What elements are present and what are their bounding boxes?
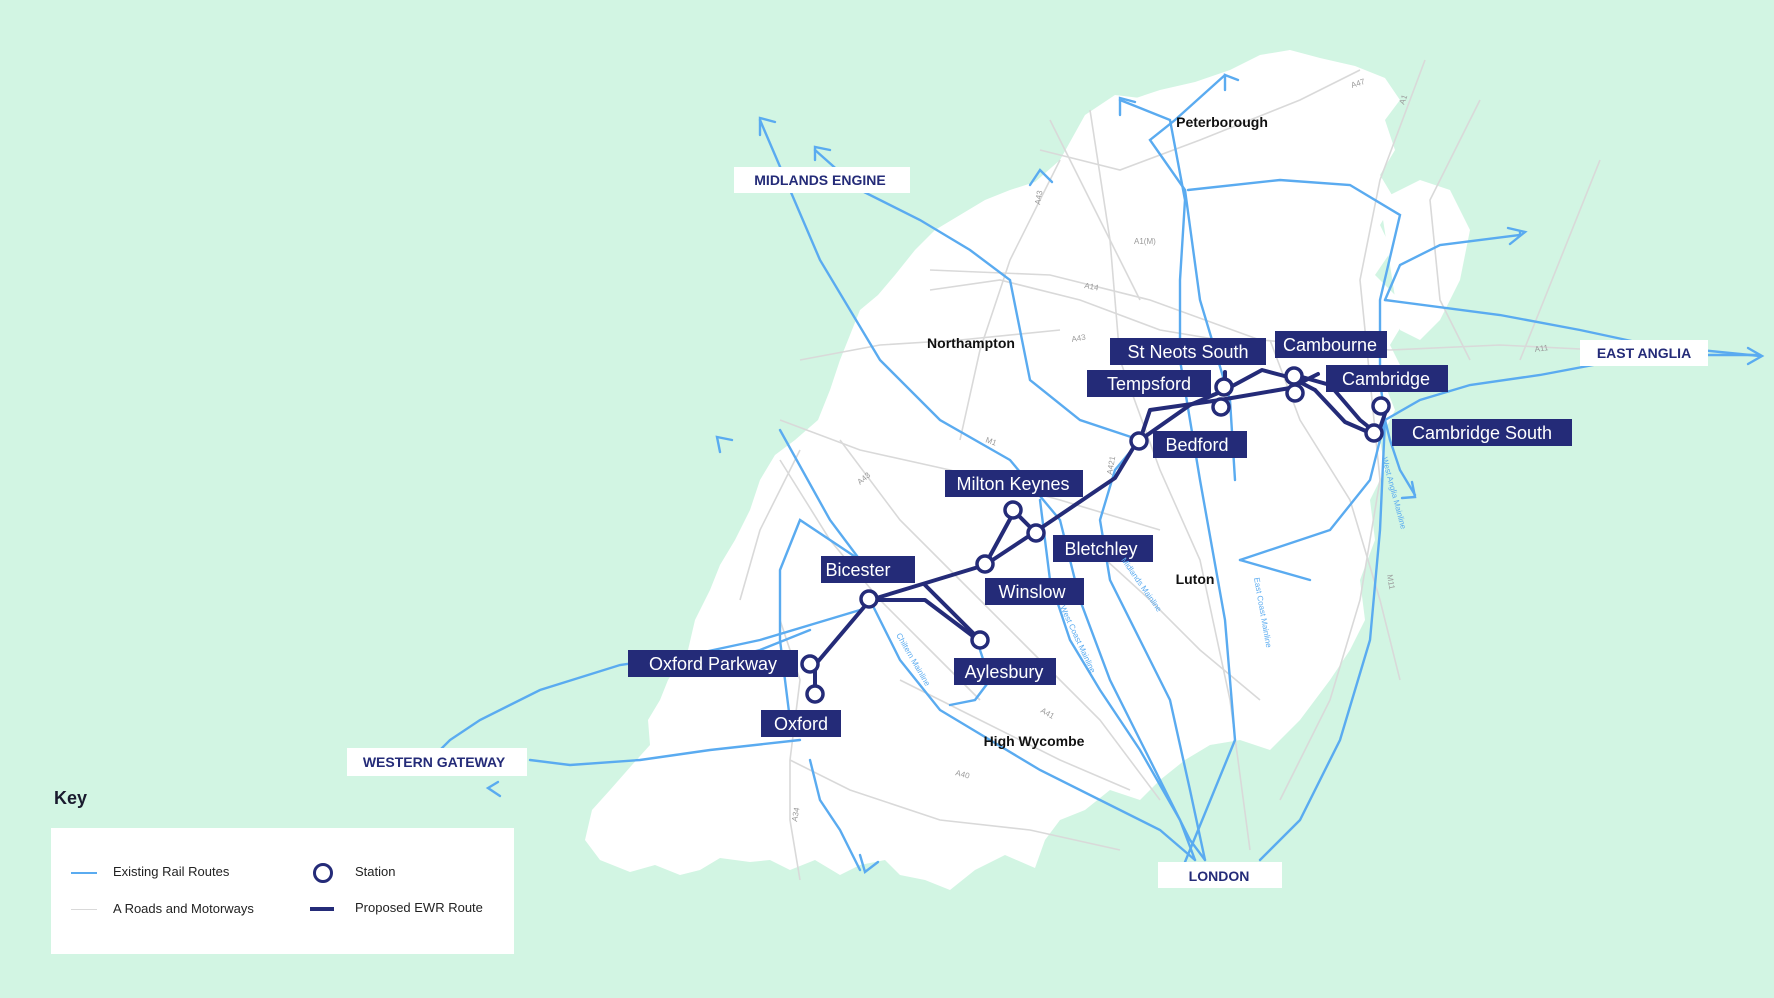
road-label-a11: A11 — [1534, 343, 1549, 354]
arrow-up-midlands-1 — [758, 116, 777, 137]
station-cambridge-south-marker[interactable] — [1364, 423, 1384, 443]
station-label-tempsford: Tempsford — [1107, 374, 1191, 394]
arrow-up-north-1 — [1118, 96, 1137, 117]
station-oxford-marker[interactable] — [805, 684, 825, 704]
key-box: Existing Rail Routes A Roads and Motorwa… — [51, 828, 514, 954]
arrow-up-a43 — [1028, 168, 1054, 187]
town-peterborough: Peterborough — [1176, 114, 1268, 130]
station-tempsford-marker[interactable] — [1214, 377, 1234, 397]
region-east-anglia: EAST ANGLIA — [1597, 345, 1691, 361]
town-northampton: Northampton — [927, 335, 1015, 351]
town-high-wycombe: High Wycombe — [984, 733, 1085, 749]
station-icon — [313, 863, 333, 883]
station-bicester-marker[interactable] — [859, 589, 879, 609]
arrow-down-west-anglia — [1400, 480, 1417, 500]
station-cambridge-marker[interactable] — [1371, 396, 1391, 416]
land-lobe-east — [1380, 180, 1470, 340]
station-label-oxford: Oxford — [774, 714, 828, 734]
station-label-cambridge: Cambridge — [1342, 369, 1430, 389]
station-oxford-parkway-marker[interactable] — [800, 654, 820, 674]
station-cambourne-2-marker[interactable] — [1285, 383, 1305, 403]
station-label-oxford-parkway: Oxford Parkway — [649, 654, 777, 674]
road-label-a1m: A1(M) — [1134, 237, 1156, 246]
region-western-gateway: WESTERN GATEWAY — [363, 754, 506, 770]
town-luton: Luton — [1176, 571, 1215, 587]
road-label-a43-n: A43 — [1033, 189, 1044, 205]
region-labels: MIDLANDS ENGINE EAST ANGLIA WESTERN GATE… — [347, 167, 1708, 888]
station-label-cambridge-south: Cambridge South — [1412, 423, 1552, 443]
road-label-a40: A40 — [954, 768, 971, 781]
arrow-up-north-2 — [1223, 73, 1240, 92]
arrow-up-west — [715, 435, 734, 454]
station-st-neots-south-marker[interactable] — [1211, 397, 1231, 417]
key-title: Key — [54, 788, 88, 808]
key-station-label: Station — [355, 864, 396, 879]
station-aylesbury-marker[interactable] — [970, 630, 990, 650]
road-label-a421: A421 — [1105, 455, 1117, 476]
road-label-a43: A43 — [1071, 333, 1087, 344]
region-london: LONDON — [1189, 868, 1250, 884]
arrow-right-east-1 — [1506, 226, 1528, 246]
station-bedford-marker[interactable] — [1129, 431, 1149, 451]
land-lobe-north — [1100, 50, 1300, 150]
key-existing-rail-swatch — [71, 872, 97, 874]
station-label-st-neots-south: St Neots South — [1127, 342, 1248, 362]
stations-layer — [800, 366, 1391, 704]
arrow-right-east-2 — [1746, 346, 1765, 366]
road-label-a1: A1 — [1397, 93, 1409, 106]
town-labels: Peterborough Northampton Luton High Wyco… — [927, 114, 1268, 749]
station-winslow-marker[interactable] — [975, 554, 995, 574]
road-label-m11: M11 — [1385, 574, 1397, 591]
region-midlands-engine: MIDLANDS ENGINE — [754, 172, 885, 188]
key-existing-rail-label: Existing Rail Routes — [113, 864, 230, 879]
road-label-a14: A14 — [1084, 281, 1100, 292]
station-labels: Oxford Oxford Parkway Bicester Aylesbury… — [628, 331, 1572, 737]
key-ewr-swatch — [310, 907, 334, 911]
station-label-bletchley: Bletchley — [1064, 539, 1137, 559]
arrow-down-oxford — [858, 853, 880, 875]
station-label-bedford: Bedford — [1165, 435, 1228, 455]
arrow-left-western-2 — [485, 780, 502, 798]
road-label-a47: A47 — [1350, 77, 1367, 90]
rail-label-west-anglia: West Anglia Mainline — [1380, 456, 1408, 530]
station-bletchley-marker[interactable] — [1026, 523, 1046, 543]
station-label-cambourne: Cambourne — [1283, 335, 1377, 355]
station-label-winslow: Winslow — [998, 582, 1066, 602]
station-milton-keynes-marker[interactable] — [1003, 500, 1023, 520]
station-label-milton-keynes: Milton Keynes — [956, 474, 1069, 494]
road-label-m1: M1 — [984, 435, 998, 447]
road-label-a34: A34 — [790, 806, 801, 822]
arrow-up-midlands-2 — [813, 145, 832, 162]
station-label-bicester: Bicester — [825, 560, 890, 580]
station-label-aylesbury: Aylesbury — [965, 662, 1044, 682]
key-ewr-label: Proposed EWR Route — [355, 900, 483, 915]
station-cambourne-marker[interactable] — [1284, 366, 1304, 386]
key-roads-label: A Roads and Motorways — [113, 901, 254, 916]
key-roads-swatch — [71, 909, 97, 910]
